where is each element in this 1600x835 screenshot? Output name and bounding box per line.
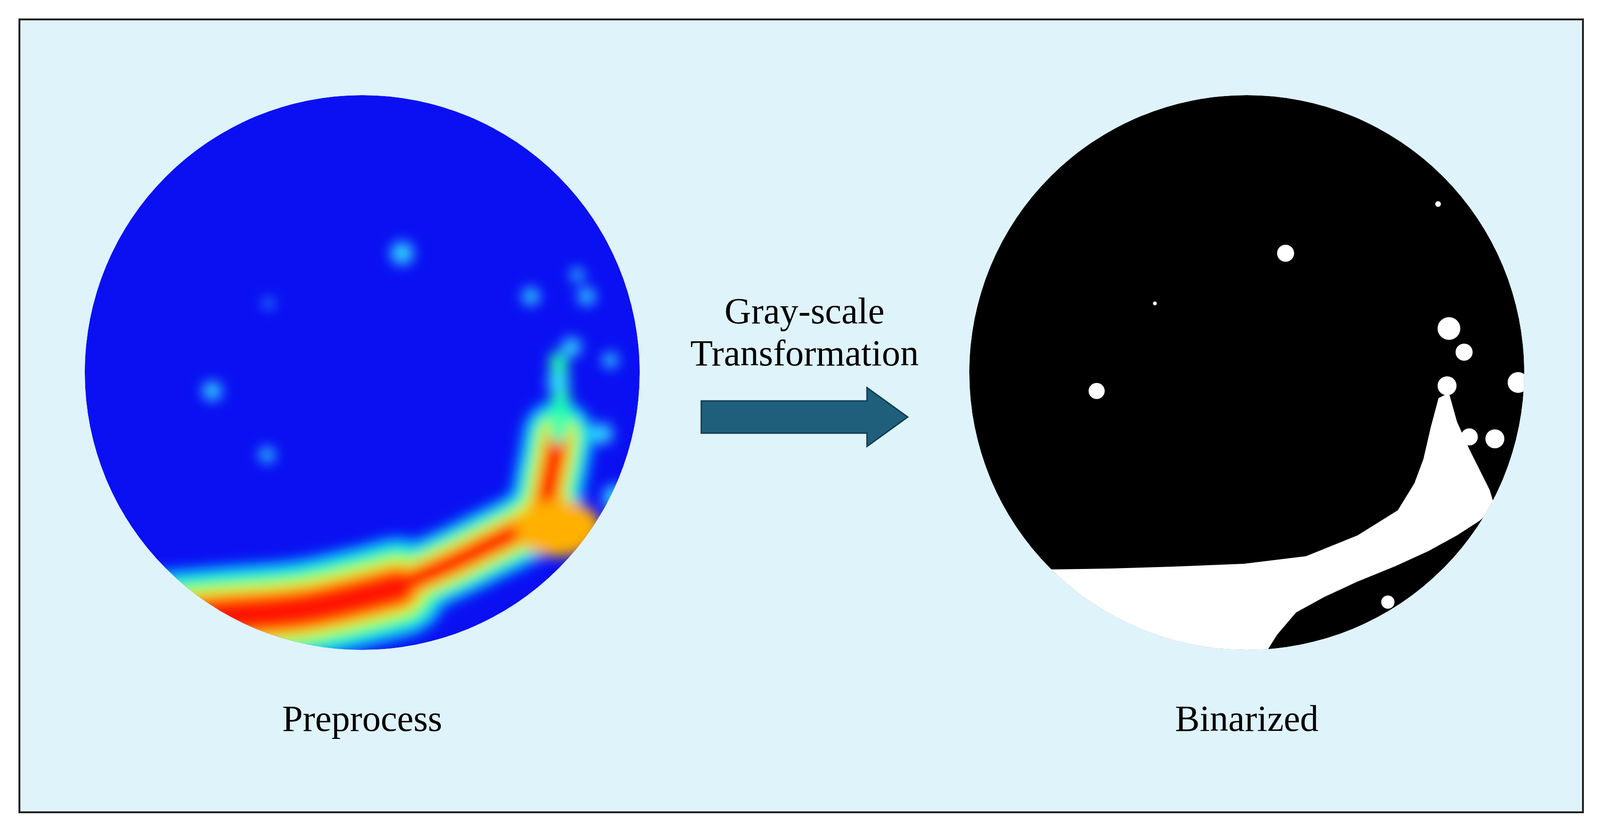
image-panel: Preprocess [84, 95, 640, 651]
image-panel: Binarized [969, 95, 1525, 651]
heatmap [84, 95, 640, 651]
circle-image [969, 95, 1525, 651]
circle-image [84, 95, 640, 651]
arrow-label: Gray-scale Transformation [657, 289, 952, 375]
image-caption: Preprocess [84, 697, 640, 741]
image-caption: Binarized [969, 697, 1525, 741]
binary-mask [969, 95, 1525, 651]
block-arrow [701, 387, 908, 447]
